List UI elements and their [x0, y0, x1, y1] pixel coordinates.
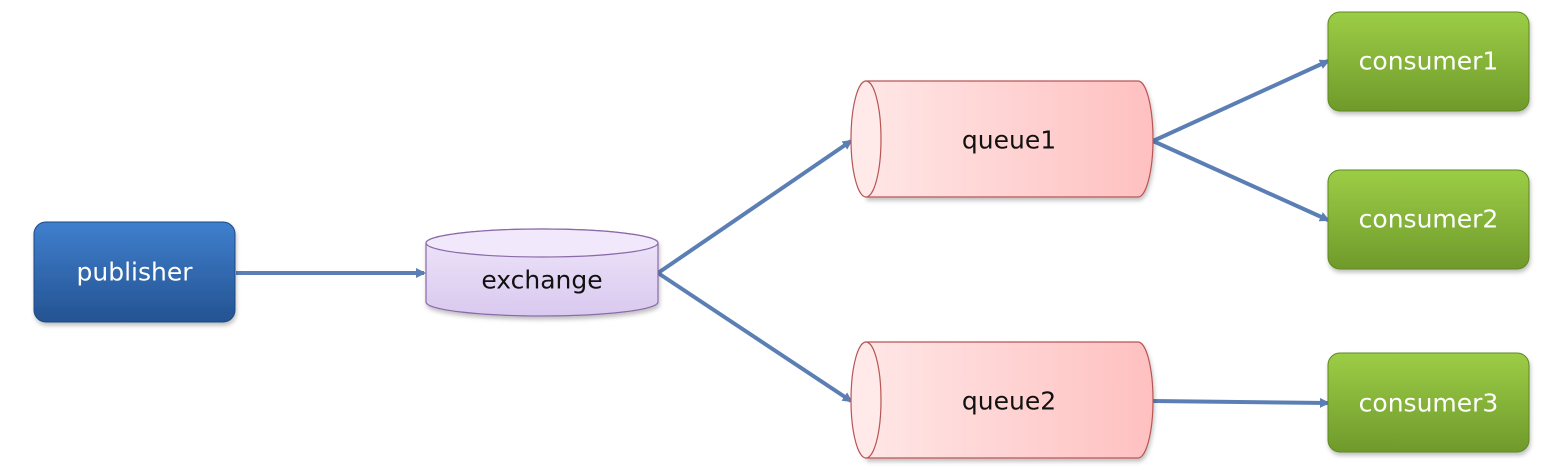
consumer2-box: [1327, 169, 1530, 270]
queue2-end: [850, 341, 882, 459]
publisher-node: publisher: [33, 221, 236, 323]
consumer1-node: consumer1: [1327, 11, 1530, 112]
consumer3-box: [1327, 352, 1530, 453]
edge-exchange-queue1: [656, 139, 853, 275]
publisher-box: [33, 221, 236, 323]
queue2-node: queue2: [850, 341, 1154, 459]
queue2-body: [865, 341, 1154, 459]
queue1-end: [850, 80, 882, 198]
queue1-body: [865, 80, 1154, 198]
consumer2-node: consumer2: [1327, 169, 1530, 270]
exchange-top: [425, 228, 659, 258]
queue2-label: queue2: [962, 387, 1056, 416]
exchange-label: exchange: [481, 266, 602, 295]
queue1-node: queue1: [850, 80, 1154, 198]
edge-exchange-queue2: [656, 271, 853, 403]
edge-queue2-consumer3: [1152, 397, 1330, 408]
publisher-label: publisher: [76, 258, 193, 287]
queue1-label: queue1: [962, 126, 1056, 155]
consumer1-label: consumer1: [1359, 47, 1499, 76]
edge-queue1-consumer2: [1152, 139, 1330, 222]
edge-queue1-consumer1: [1152, 59, 1330, 143]
consumer2-label: consumer2: [1359, 205, 1499, 234]
exchange-node: exchange: [425, 228, 659, 317]
consumer1-box: [1327, 11, 1530, 112]
consumer3-node: consumer3: [1327, 352, 1530, 453]
consumer3-label: consumer3: [1359, 389, 1499, 418]
